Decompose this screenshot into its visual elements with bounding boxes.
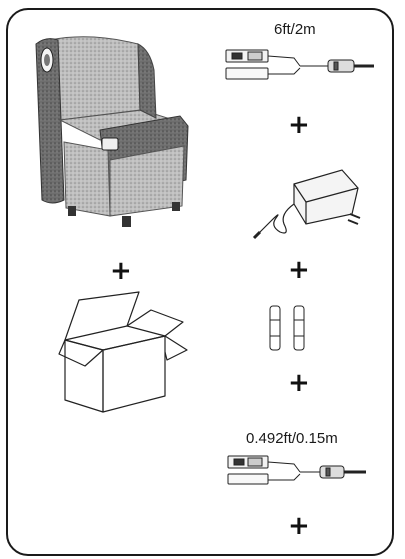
cable-length-label-short: 0.492ft/0.15m (246, 430, 338, 447)
package-contents-frame (6, 8, 394, 556)
cardboard-box-image (58, 291, 188, 413)
cable-connectors-image (269, 305, 305, 351)
usb-cable-long-image (225, 49, 374, 80)
recliner-chair-image (35, 36, 189, 227)
power-adapter-image (252, 169, 361, 240)
usb-cable-short-image (227, 455, 366, 485)
plus-sign-right-2: + (288, 255, 310, 285)
cable-length-label-long: 6ft/2m (274, 21, 316, 38)
plus-sign-right-1: + (288, 110, 310, 140)
plus-sign-right-4: + (288, 511, 310, 541)
plus-sign-right-3: + (288, 368, 310, 398)
plus-sign-left-1: + (110, 256, 132, 286)
